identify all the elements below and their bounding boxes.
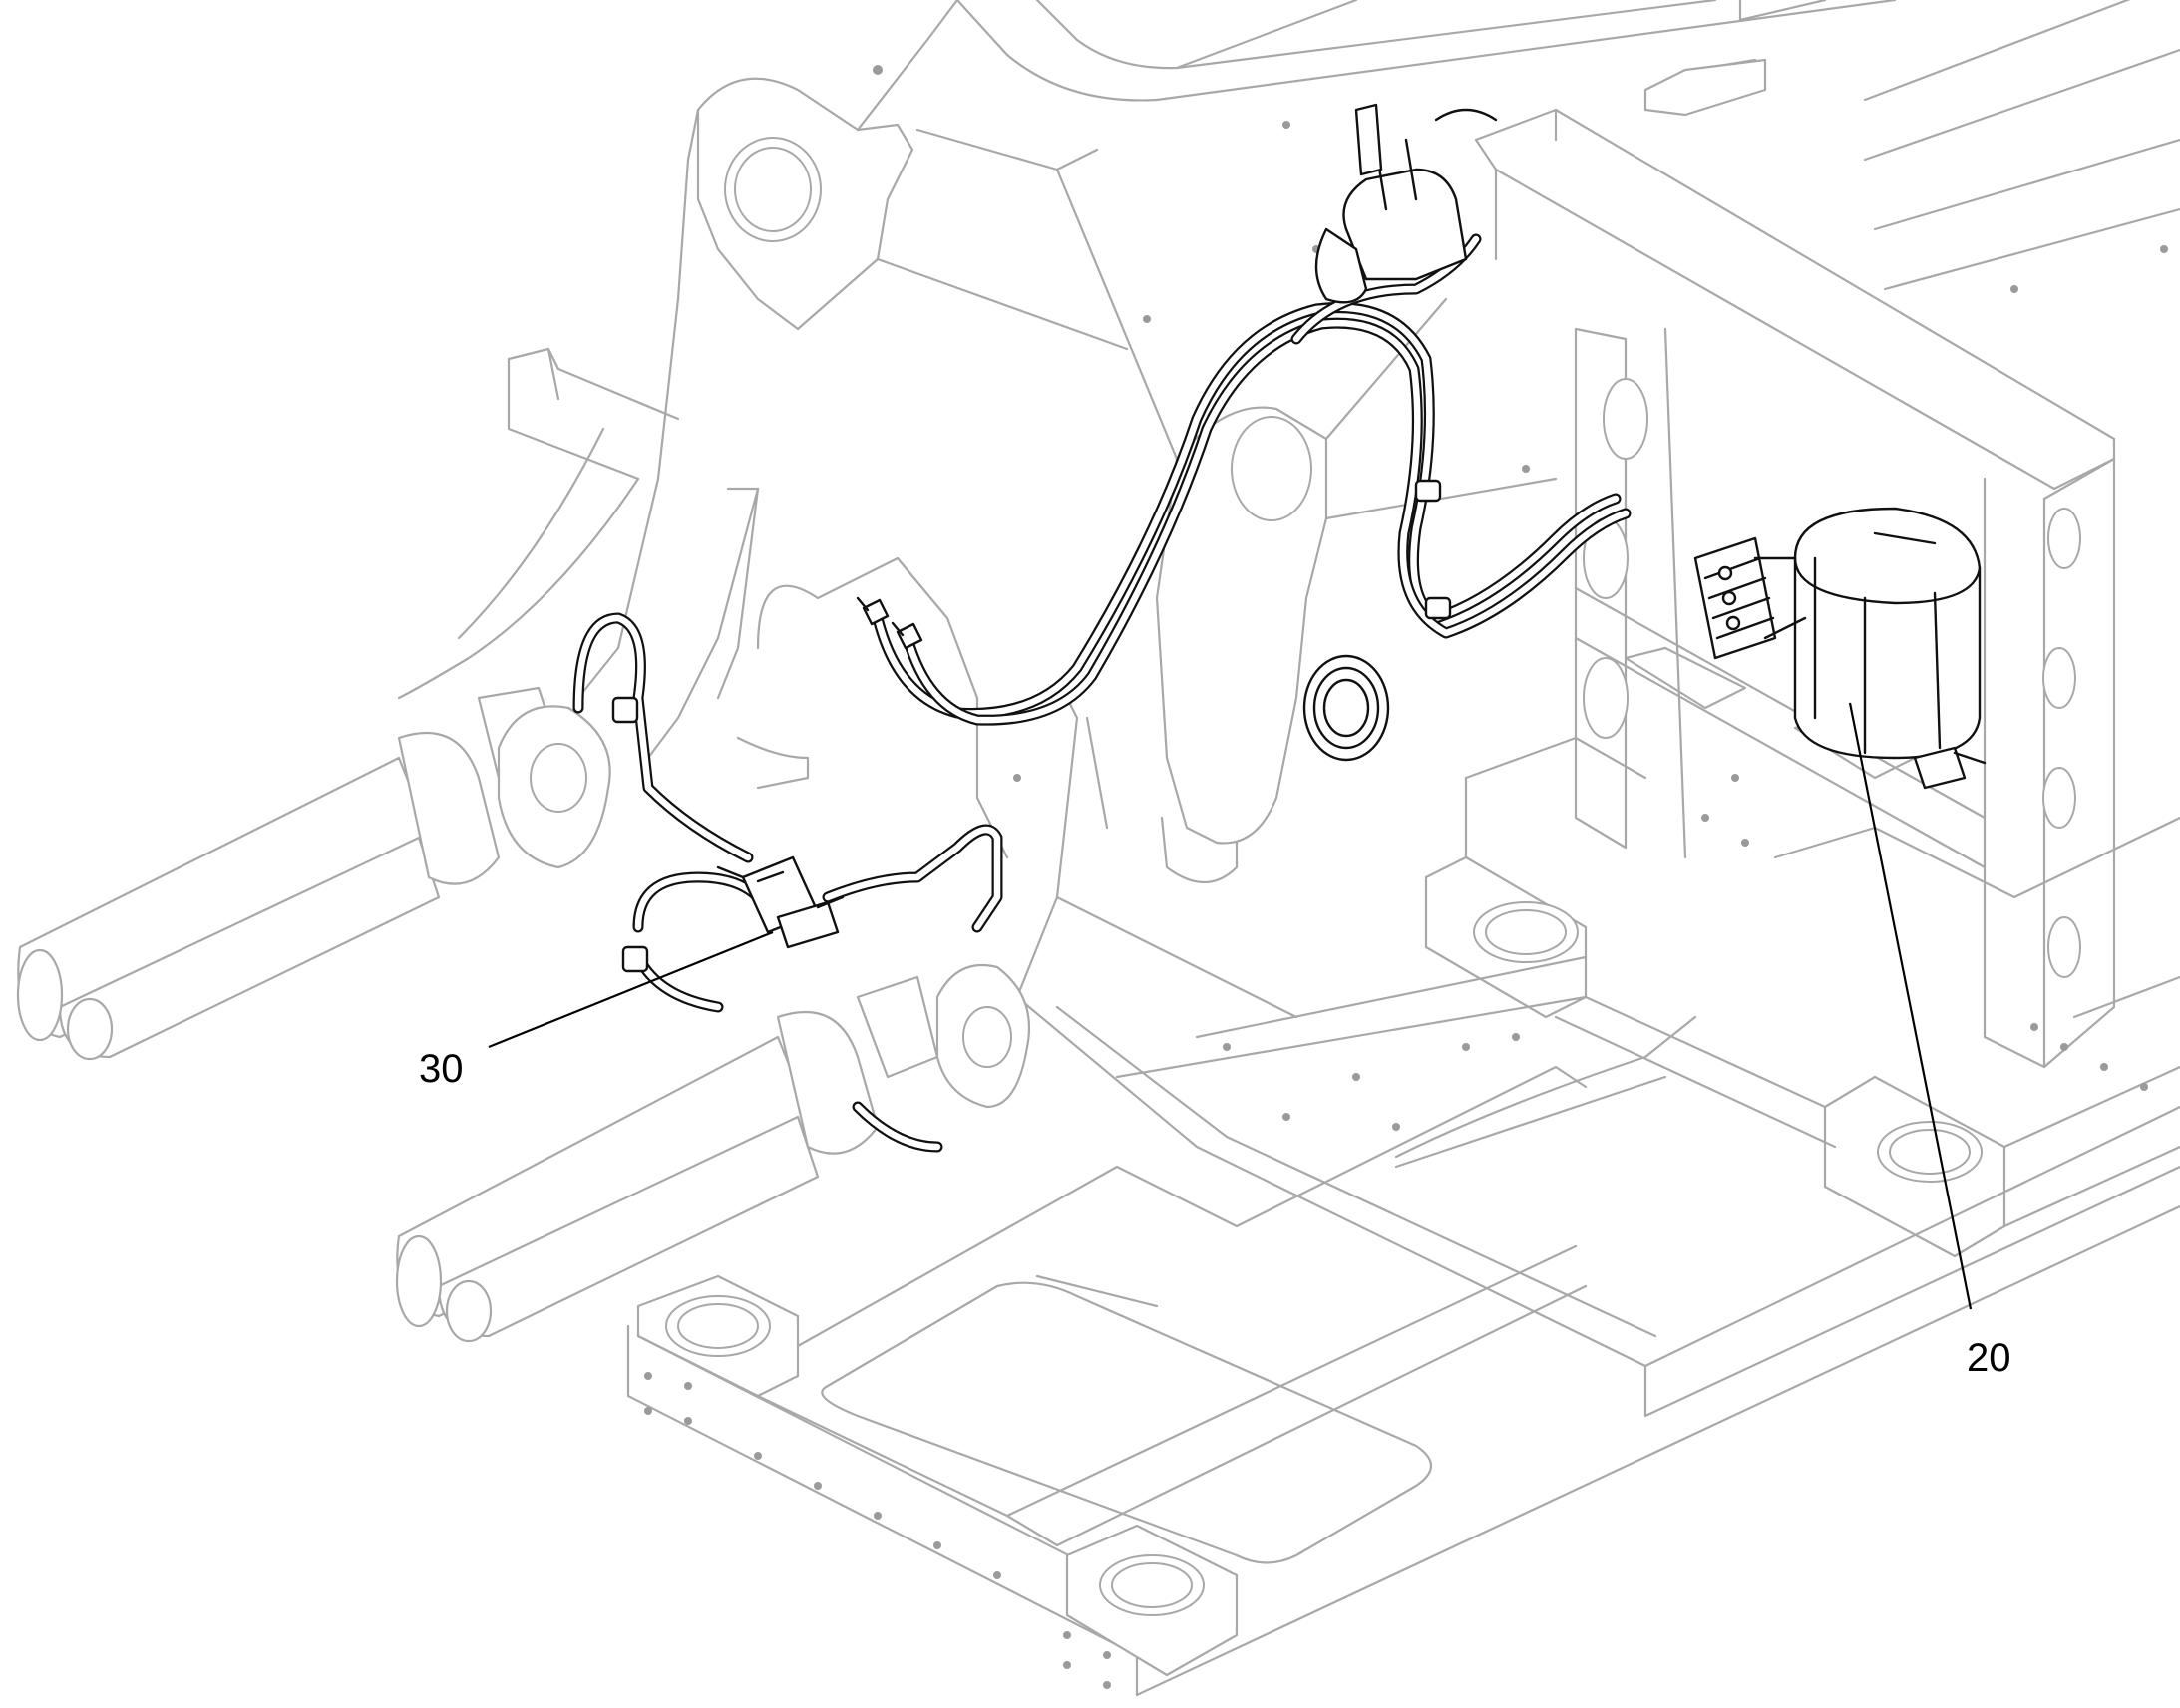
machine-frame xyxy=(16,0,2180,1697)
callout-30-label: 30 xyxy=(419,1047,464,1091)
swing-motor-assembly xyxy=(1314,103,1987,790)
boom-cylinders xyxy=(16,686,939,1343)
distributor-block-assembly xyxy=(572,612,1003,1153)
callout-30-leader xyxy=(488,930,774,1049)
callout-20-leader xyxy=(1848,702,1973,1310)
callout-20-label: 20 xyxy=(1967,1336,2011,1380)
bolt-holes xyxy=(644,65,2168,1689)
